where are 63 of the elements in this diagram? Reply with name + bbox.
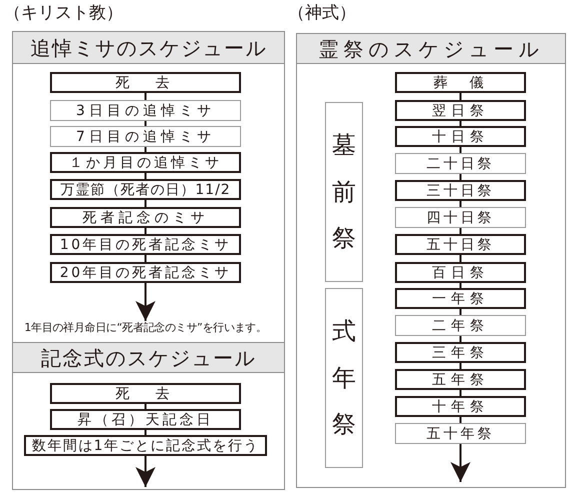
connector-line [460, 336, 462, 342]
step-box: 五年祭 [395, 369, 526, 390]
connector-line [144, 200, 146, 207]
connector-line [460, 228, 462, 234]
schedule-panel [12, 31, 285, 343]
step-box: 10年目の死者記念ミサ [50, 234, 241, 255]
step-box: 三年祭 [395, 342, 526, 363]
step-box: 数年間は1年ごとに記念式を行う [24, 435, 267, 456]
connector-line [144, 255, 146, 262]
step-box: 十日祭 [395, 126, 526, 147]
step-box: 20年目の死者記念ミサ [50, 262, 241, 283]
period-bracket-box [325, 102, 363, 282]
schedule-panel [12, 343, 285, 490]
arrow [450, 444, 470, 482]
panel-heading: 記念式のスケジュール [13, 343, 284, 373]
step-box: 死 去 [50, 383, 241, 404]
step-box: 3日目の追悼ミサ [50, 100, 241, 121]
step-box: 四十日祭 [395, 207, 526, 228]
connector-line [460, 93, 462, 100]
step-box: 五十年祭 [395, 423, 526, 444]
connector-line [144, 147, 146, 152]
note-text: 1年目の祥月命日に“死者記念のミサ”を行います。 [13, 321, 278, 334]
step-box: 二十日祭 [395, 153, 526, 174]
step-box: 昇（召）天記念日 [50, 409, 241, 430]
step-box: 死 去 [50, 72, 241, 93]
period-bracket-box [325, 288, 363, 468]
connector-line [144, 228, 146, 234]
section-title: （神式） [288, 5, 356, 22]
panel-heading: 霊祭のスケジュール [297, 34, 565, 64]
arrow [136, 283, 156, 321]
step-box: 十年祭 [395, 396, 526, 417]
connector-line [144, 430, 146, 435]
section-title: （キリスト教） [4, 5, 123, 22]
step-box: 万霊節（死者の日）11/2 [50, 179, 241, 200]
connector-line [144, 404, 146, 409]
arrow [136, 456, 156, 487]
step-box: 三十日祭 [395, 180, 526, 201]
schedule-panel [296, 33, 566, 488]
connector-line [460, 309, 462, 315]
vertical-label: 墓前祭 [332, 130, 356, 254]
panel-heading: 追悼ミサのスケジュール [13, 32, 284, 64]
connector-line [460, 255, 462, 262]
connector-line [460, 121, 462, 126]
step-box: 一年祭 [395, 288, 526, 309]
step-box: 百日祭 [395, 262, 526, 283]
connector-line [144, 93, 146, 100]
step-box: 死者記念のミサ [50, 207, 241, 228]
connector-line [460, 201, 462, 207]
step-box: 翌日祭 [395, 100, 526, 121]
connector-line [460, 174, 462, 180]
connector-line [144, 121, 146, 126]
connector-line [460, 363, 462, 369]
step-box: 五十日祭 [395, 234, 526, 255]
connector-line [460, 147, 462, 153]
step-box: １か月目の追悼ミサ [50, 152, 241, 173]
connector-line [144, 173, 146, 179]
connector-line [460, 390, 462, 396]
step-box: 二年祭 [395, 315, 526, 336]
connector-line [460, 283, 462, 288]
vertical-label: 式年祭 [332, 316, 356, 440]
step-box: 7日目の追悼ミサ [50, 126, 241, 147]
step-box: 葬 儀 [395, 72, 526, 93]
connector-line [460, 417, 462, 423]
